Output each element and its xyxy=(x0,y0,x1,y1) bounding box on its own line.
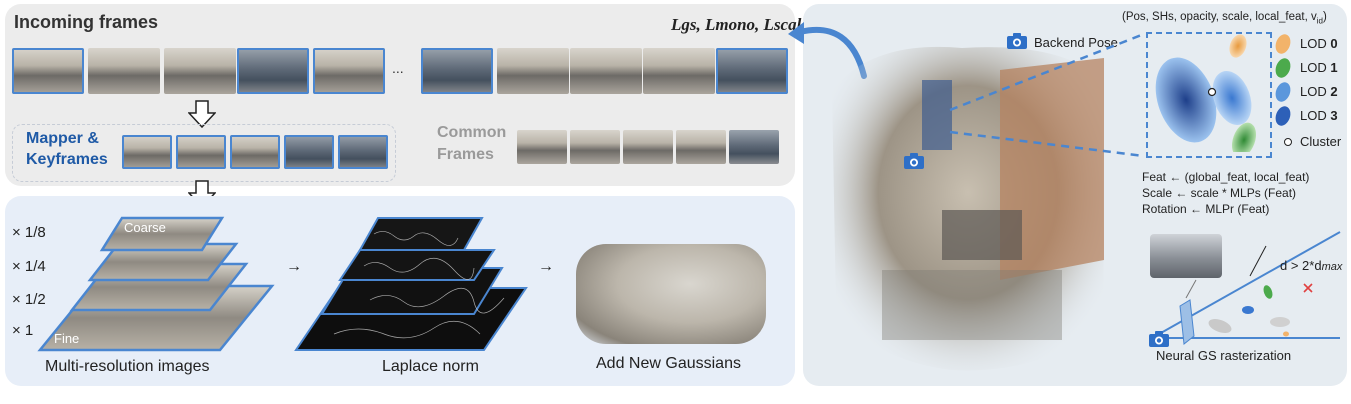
pyramid-layer-quarter xyxy=(87,242,239,282)
laplace-label: Laplace norm xyxy=(382,358,479,375)
cluster-label: Cluster xyxy=(1300,134,1342,149)
attributes-label: (Pos, SHs, opacity, scale, local_feat, v… xyxy=(1122,11,1327,25)
coarse-label: Coarse xyxy=(124,220,166,235)
raster-thumbnail xyxy=(1150,234,1222,278)
keyframe-2 xyxy=(176,135,226,169)
camera-icon xyxy=(904,153,924,169)
incoming-frames-title: Incoming frames xyxy=(14,12,159,32)
lod-0-text: LOD xyxy=(1300,36,1327,51)
rasterization-frustum xyxy=(1151,231,1341,345)
distance-text: d > 2*d xyxy=(1280,258,1322,273)
common-frame-4 xyxy=(676,130,726,164)
scale-label-1-8: × 1/8 xyxy=(12,224,46,241)
add-gaussians-label: Add New Gaussians xyxy=(596,355,741,372)
incoming-frame-1 xyxy=(12,48,84,94)
lod-0-label: LOD 0 xyxy=(1300,36,1338,51)
camera-icon xyxy=(1149,331,1169,347)
incoming-frame-4 xyxy=(237,48,309,94)
arrow-to-laplace: → xyxy=(286,258,302,275)
eq-feat: Feat ← (global_feat, local_feat) xyxy=(1142,170,1310,184)
multi-res-label: Multi-resolution images xyxy=(45,358,210,375)
keyframe-1 xyxy=(122,135,172,169)
backend-pose-label: Backend Pose xyxy=(1034,35,1118,50)
zoom-connector xyxy=(949,32,1145,158)
common-label-line2: Frames xyxy=(437,146,494,163)
common-frame-5 xyxy=(729,130,779,164)
gaussian-lod1 xyxy=(1231,122,1257,152)
incoming-frame-2 xyxy=(88,48,160,94)
lod-0-num: 0 xyxy=(1330,36,1338,51)
lod-1-num: 1 xyxy=(1330,60,1338,75)
scale-label-1: × 1 xyxy=(12,322,34,339)
fine-label: Fine xyxy=(54,331,80,346)
incoming-frame-8 xyxy=(497,48,569,94)
attributes-text: (Pos, SHs, opacity, scale, local_feat, v xyxy=(1122,11,1317,23)
lod-1-text: LOD xyxy=(1300,60,1327,75)
eq-rot: Rotation ← MLPr (Feat) xyxy=(1142,202,1270,216)
common-frame-3 xyxy=(623,130,673,164)
scene-reconstruction xyxy=(832,46,1104,371)
distance-sub: max xyxy=(1321,261,1343,273)
attributes-close: ) xyxy=(1322,11,1327,23)
incoming-frame-9 xyxy=(570,48,642,94)
camera-icon xyxy=(1007,33,1027,49)
incoming-frame-10 xyxy=(643,48,715,94)
lod-gaussians xyxy=(1155,34,1257,152)
eq-scale: Scale ← scale * MLPs (Feat) xyxy=(1142,186,1297,200)
lod-2-label: LOD 2 xyxy=(1300,84,1338,99)
laplace-pyramid xyxy=(294,217,528,351)
gaussian-lod3 xyxy=(1155,57,1217,143)
common-frame-1 xyxy=(517,130,567,164)
keyframe-5 xyxy=(338,135,388,169)
lod-2-text: LOD xyxy=(1300,84,1327,99)
lod-3-label: LOD 3 xyxy=(1300,108,1338,123)
image-pyramid xyxy=(37,216,275,352)
gaussian-lod0 xyxy=(1229,34,1247,58)
laplace-layer-quarter xyxy=(338,249,496,281)
scale-label-1-2: × 1/2 xyxy=(12,291,46,308)
laplace-layer-coarse xyxy=(358,217,484,251)
keyframe-4 xyxy=(284,135,334,169)
arrow-to-gaussians: → xyxy=(538,258,554,275)
lod-3-text: LOD xyxy=(1300,108,1327,123)
new-gaussians-image xyxy=(576,244,766,344)
frames-ellipsis: ... xyxy=(392,60,404,76)
attributes-sub: id xyxy=(1316,16,1323,26)
incoming-frame-5 xyxy=(313,48,385,94)
common-label-line1: Common xyxy=(437,124,507,141)
mapper-label-line2: Keyframes xyxy=(26,151,108,168)
loss-label: Lgs, Lmono, Lscale xyxy=(671,15,809,35)
pyramid-layer-coarse xyxy=(99,216,225,252)
lod-3-num: 3 xyxy=(1330,108,1338,123)
incoming-frame-11 xyxy=(716,48,788,94)
keyframe-3 xyxy=(230,135,280,169)
lod-zoom-box xyxy=(1146,32,1272,158)
gaussian-lod2 xyxy=(1212,70,1252,126)
common-frame-2 xyxy=(570,130,620,164)
cluster-center xyxy=(1207,87,1217,97)
lod-2-num: 2 xyxy=(1330,84,1338,99)
scale-label-1-4: × 1/4 xyxy=(12,258,46,275)
loss-label-text: Lgs, Lmono, Lscale xyxy=(671,15,809,34)
lod-1-label: LOD 1 xyxy=(1300,60,1338,75)
rasterization-label: Neural GS rasterization xyxy=(1156,348,1292,363)
incoming-frame-7 xyxy=(421,48,493,94)
down-arrow-icon xyxy=(188,100,216,128)
cluster-swatch xyxy=(1284,138,1292,146)
incoming-frame-3 xyxy=(164,48,236,94)
distance-label: d > 2*dmax xyxy=(1280,258,1342,273)
laplace-edge-texture xyxy=(333,231,505,339)
mapper-label-line1: Mapper & xyxy=(26,130,99,147)
